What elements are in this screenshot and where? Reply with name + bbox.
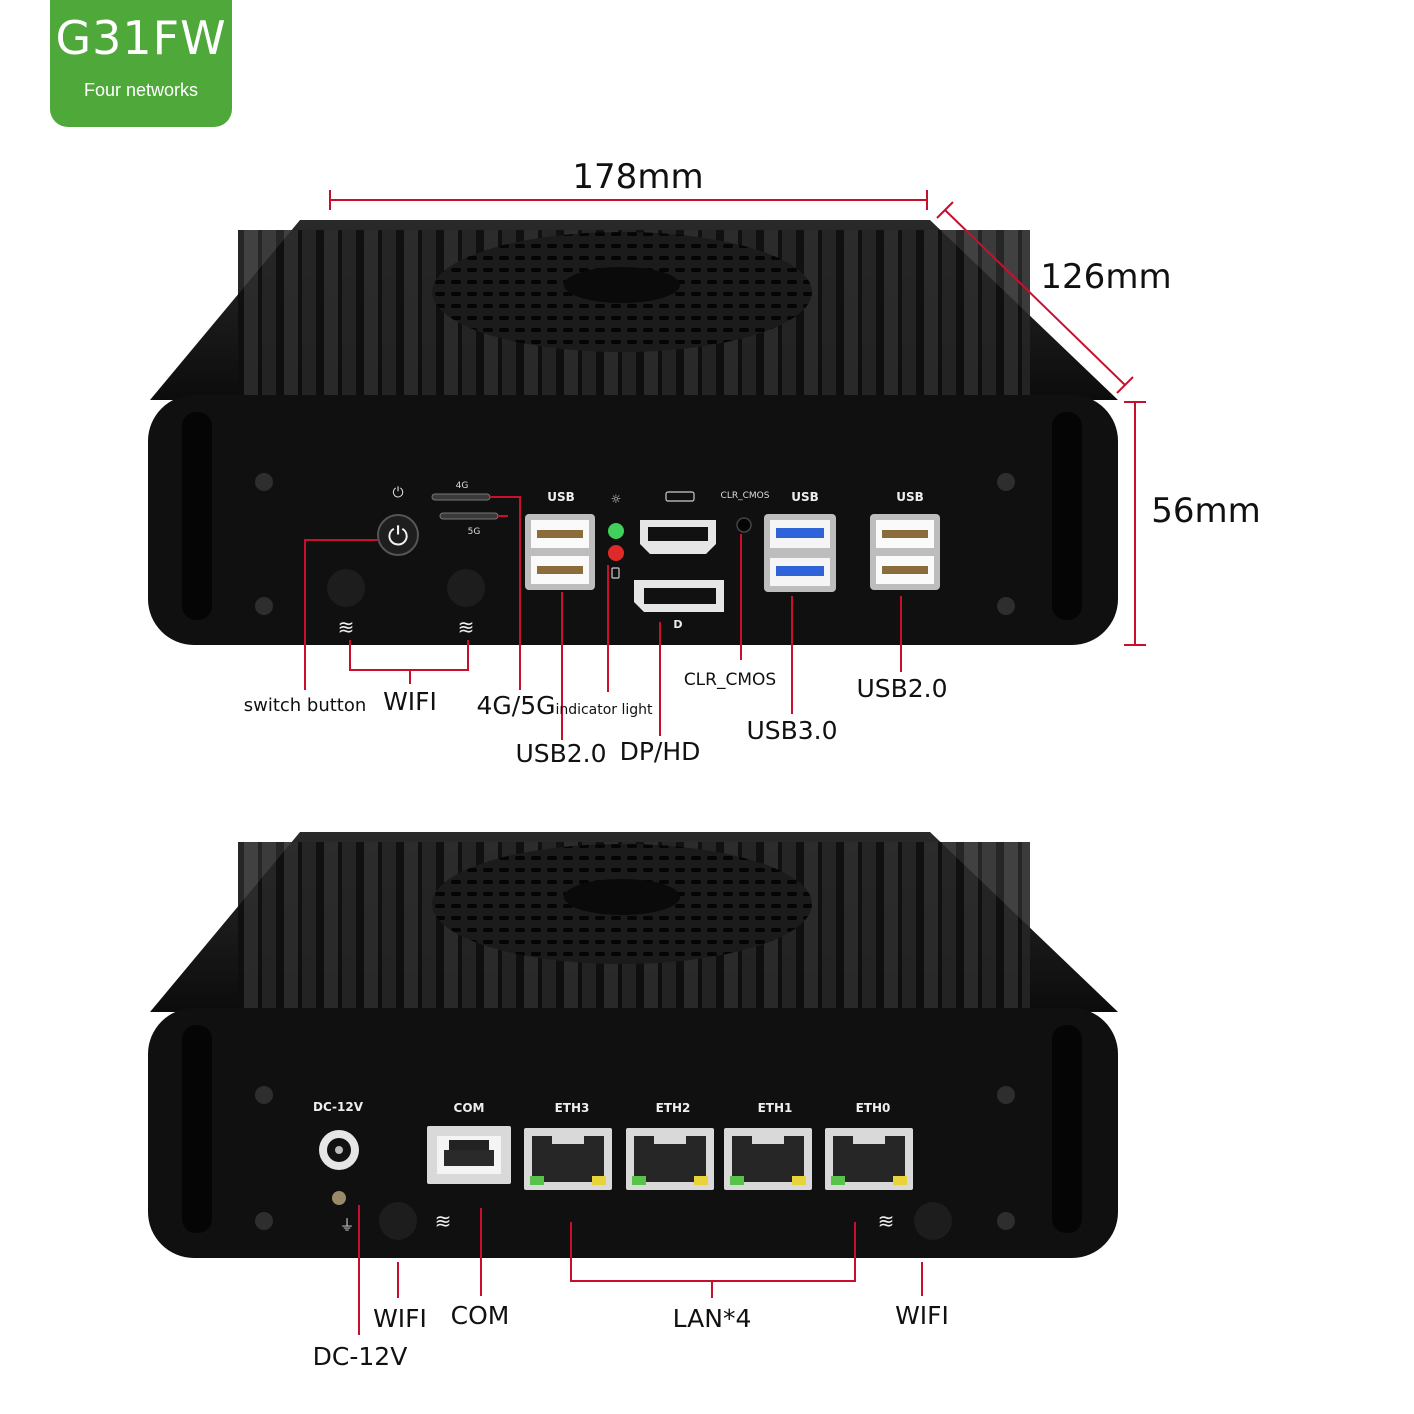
eth0-port: ETH0 [825, 1101, 913, 1190]
callout-lan: LAN*4 [673, 1304, 752, 1333]
led-icon: ☼ [611, 492, 622, 506]
indicator-led-red [608, 545, 624, 561]
wifi-icon: ≋ [435, 1209, 452, 1233]
eth2-port: ETH2 [626, 1101, 714, 1190]
hdmi-icon [665, 491, 695, 502]
antenna-socket [914, 1202, 952, 1240]
wifi-icon: ≋ [458, 615, 475, 639]
antenna-socket [327, 569, 365, 607]
model-name: G31FW [55, 11, 227, 65]
callout-usb20-left: USB2.0 [515, 739, 606, 768]
label-clr-cmos: CLR_CMOS [721, 491, 770, 501]
power-symbol-icon: ⏻ [392, 485, 403, 501]
screw-icon [997, 1212, 1015, 1230]
wifi-icon: ≋ [338, 615, 355, 639]
screw-icon [997, 1086, 1015, 1104]
ground-icon: ⏚ [339, 1216, 354, 1234]
label-eth1: ETH1 [758, 1101, 793, 1115]
disk-icon [611, 567, 620, 579]
model-badge: G31FW Four networks [50, 0, 232, 127]
rear-device: DC-12V ⏚ ≋ ≋ COM ETH3 [148, 832, 1118, 1258]
front-device: ⏻ ⏻ ≋ ≋ 4G 5G USB ☼ [148, 220, 1118, 645]
width-dimension: 178mm [572, 157, 703, 197]
callout-4g-5g: 4G/5G [477, 691, 556, 720]
label-5g: 5G [468, 527, 481, 537]
screw-icon [997, 597, 1015, 615]
sim-slot-4g [431, 493, 491, 501]
antenna-socket [379, 1202, 417, 1240]
wifi-icon: ≋ [878, 1209, 895, 1233]
label-com: COM [454, 1101, 485, 1115]
clr-cmos-button [736, 517, 752, 533]
callout-com: COM [451, 1301, 510, 1330]
label-usb-mid: USB [791, 490, 819, 504]
ground-screw [332, 1191, 346, 1205]
callout-usb20-right: USB2.0 [856, 674, 947, 703]
label-eth0: ETH0 [856, 1101, 891, 1115]
sim-slot-5g [439, 512, 499, 520]
label-eth2: ETH2 [656, 1101, 691, 1115]
dp-icon: D [673, 618, 682, 631]
callout-clr-cmos: CLR_CMOS [684, 670, 776, 690]
screw-icon [255, 1212, 273, 1230]
label-usb-right: USB [896, 490, 924, 504]
power-button [377, 514, 419, 556]
eth3-port: ETH3 [524, 1101, 612, 1190]
front-callout-lines [304, 496, 902, 740]
depth-dimension: 126mm [1040, 257, 1171, 297]
callout-switch-button: switch button [244, 695, 367, 716]
callout-dc-12v: DC-12V [313, 1342, 408, 1371]
height-dimension: 56mm [1151, 491, 1261, 531]
dimension-lines [329, 190, 1146, 646]
callout-wifi-front: WIFI [383, 687, 437, 716]
rear-callout-lines [358, 1205, 923, 1335]
screw-icon [255, 473, 273, 491]
screw-icon [255, 597, 273, 615]
antenna-socket [447, 569, 485, 607]
label-4g: 4G [456, 481, 469, 491]
label-eth3: ETH3 [555, 1101, 590, 1115]
indicator-led-green [608, 523, 624, 539]
callout-dp-hd: DP/HD [620, 737, 701, 766]
screw-icon [997, 473, 1015, 491]
screw-icon [255, 1086, 273, 1104]
front-panel [148, 395, 1118, 645]
callout-wifi-rear-right: WIFI [895, 1301, 949, 1330]
callout-usb30: USB3.0 [746, 716, 837, 745]
eth1-port: ETH1 [724, 1101, 812, 1190]
power-icon: ⏻ [388, 522, 409, 552]
label-usb-left: USB [547, 490, 575, 504]
label-dc-12v: DC-12V [313, 1100, 364, 1114]
callout-indicator-light: indicator light [555, 702, 653, 718]
model-subtitle: Four networks [83, 80, 199, 100]
callout-wifi-rear-left: WIFI [373, 1304, 427, 1333]
